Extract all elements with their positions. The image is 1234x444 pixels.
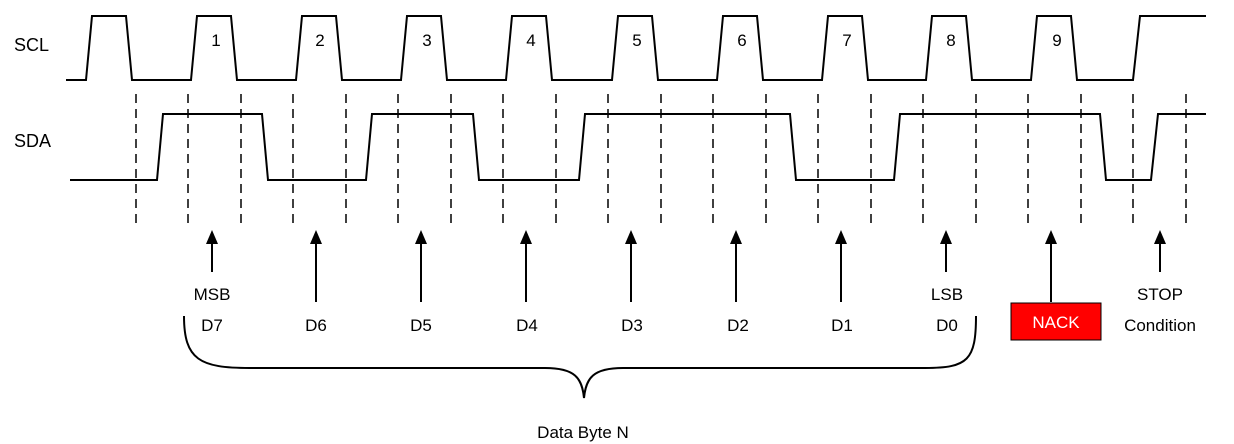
bit-label-d6: D6 [305, 316, 327, 335]
arrow-head [415, 230, 427, 244]
arrow-head [206, 230, 218, 244]
msb-label: MSB [194, 285, 231, 304]
arrow-head [940, 230, 952, 244]
sample-arrows [206, 230, 1166, 302]
arrow-head [835, 230, 847, 244]
sda-label: SDA [14, 131, 51, 151]
sda-waveform [70, 113, 1206, 181]
arrow-head [625, 230, 637, 244]
clock-number: 5 [632, 31, 641, 50]
nack-label: NACK [1032, 313, 1080, 332]
sampling-guide-lines [135, 94, 1187, 228]
bit-label-d0: D0 [936, 316, 958, 335]
arrow-head [1154, 230, 1166, 244]
scl-waveform [66, 15, 1206, 81]
clock-number: 7 [842, 31, 851, 50]
stop-label: STOP [1137, 285, 1183, 304]
data-byte-label: Data Byte N [537, 423, 629, 442]
clock-number: 9 [1052, 31, 1061, 50]
bit-label-d2: D2 [727, 316, 749, 335]
bit-label-d1: D1 [831, 316, 853, 335]
bit-label-d4: D4 [516, 316, 538, 335]
clock-number: 2 [315, 31, 324, 50]
clock-number: 3 [422, 31, 431, 50]
arrow-head [1045, 230, 1057, 244]
arrow-head [520, 230, 532, 244]
stop-condition-label: Condition [1124, 316, 1196, 335]
scl-label: SCL [14, 35, 49, 55]
clock-number: 1 [211, 31, 220, 50]
clock-numbers: 1 2 3 4 5 6 7 8 9 [211, 31, 1061, 50]
nack-box [1010, 302, 1102, 341]
clock-number: 6 [737, 31, 746, 50]
bit-label-d3: D3 [621, 316, 643, 335]
bit-label-d7: D7 [201, 316, 223, 335]
bit-labels: MSB D7 D6 D5 D4 D3 D2 D1 LSB D0 [194, 285, 963, 335]
bit-label-d5: D5 [410, 316, 432, 335]
arrow-head [310, 230, 322, 244]
clock-number: 4 [526, 31, 535, 50]
clock-number: 8 [946, 31, 955, 50]
arrow-head [730, 230, 742, 244]
lsb-label: LSB [931, 285, 963, 304]
data-byte-brace [183, 315, 977, 399]
